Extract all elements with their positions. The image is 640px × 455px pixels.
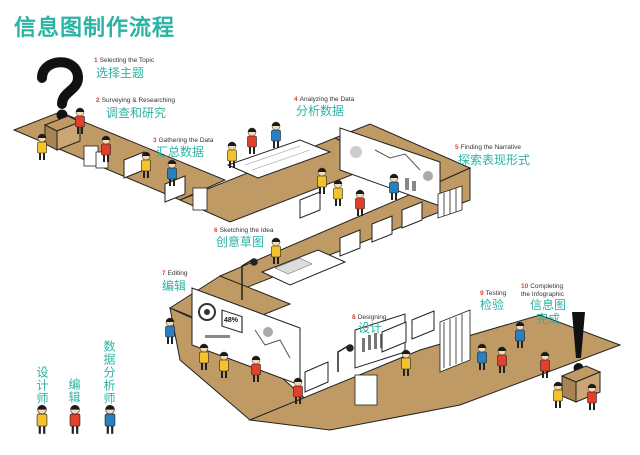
person-figure: [101, 135, 111, 162]
person-figure: [540, 351, 550, 378]
paper-stacks: [83, 145, 378, 406]
step-6-cn: 创意草图: [216, 235, 265, 249]
step-5-cn: 探索表现形式: [458, 153, 531, 167]
person-figure: [219, 351, 229, 378]
step-9-cn: 检验: [480, 298, 505, 312]
person-figure: [293, 377, 303, 404]
person-figure: [165, 317, 175, 344]
person-figure: [401, 349, 411, 376]
person-figure: [36, 404, 48, 434]
analysis-table: [226, 139, 332, 179]
narrative-board: [339, 127, 441, 207]
person-figure: [587, 383, 597, 410]
person-figure: [497, 346, 507, 373]
legend-figures: [36, 404, 116, 434]
person-figure: [271, 237, 281, 264]
person-figure: [515, 321, 525, 348]
person-figure: [247, 127, 257, 154]
person-figure: [317, 167, 327, 194]
step-7-cn: 编辑: [162, 279, 187, 293]
person-figure: [251, 355, 261, 382]
person-figure: [104, 404, 116, 434]
monitor-value: 48%: [224, 317, 239, 324]
person-figure: [141, 151, 151, 178]
person-figure: [227, 141, 237, 168]
legend-editor: 编辑: [67, 378, 81, 404]
question-mark-icon: [37, 57, 84, 121]
step-8-cn: 设计: [358, 321, 383, 335]
legend-analyst: 数据分析师: [102, 340, 116, 405]
step-10-cn: 信息图 完成: [530, 298, 567, 326]
step-2-cn: 调查和研究: [106, 106, 167, 120]
person-figure: [69, 404, 81, 434]
step-3-cn: 汇总数据: [156, 145, 205, 159]
person-figure: [389, 173, 399, 200]
person-figure: [271, 121, 281, 148]
bookshelf: [437, 185, 471, 373]
people-layer: [37, 107, 597, 410]
person-figure: [477, 343, 487, 370]
editing-board: [191, 287, 301, 386]
person-figure: [553, 381, 563, 408]
legend-designer: 设计师: [35, 366, 49, 405]
person-figure: [333, 179, 343, 206]
person-figure: [355, 189, 365, 216]
floor-segment-7: [248, 314, 622, 431]
step-4-cn: 分析数据: [296, 104, 345, 118]
person-figure: [75, 107, 85, 134]
page-title: 信息图制作流程: [14, 16, 176, 41]
step-1-cn: 选择主题: [96, 66, 145, 80]
person-figure: [199, 343, 209, 370]
person-figure: [37, 133, 47, 160]
desk-lamps: [241, 258, 354, 372]
person-figure: [167, 159, 177, 186]
